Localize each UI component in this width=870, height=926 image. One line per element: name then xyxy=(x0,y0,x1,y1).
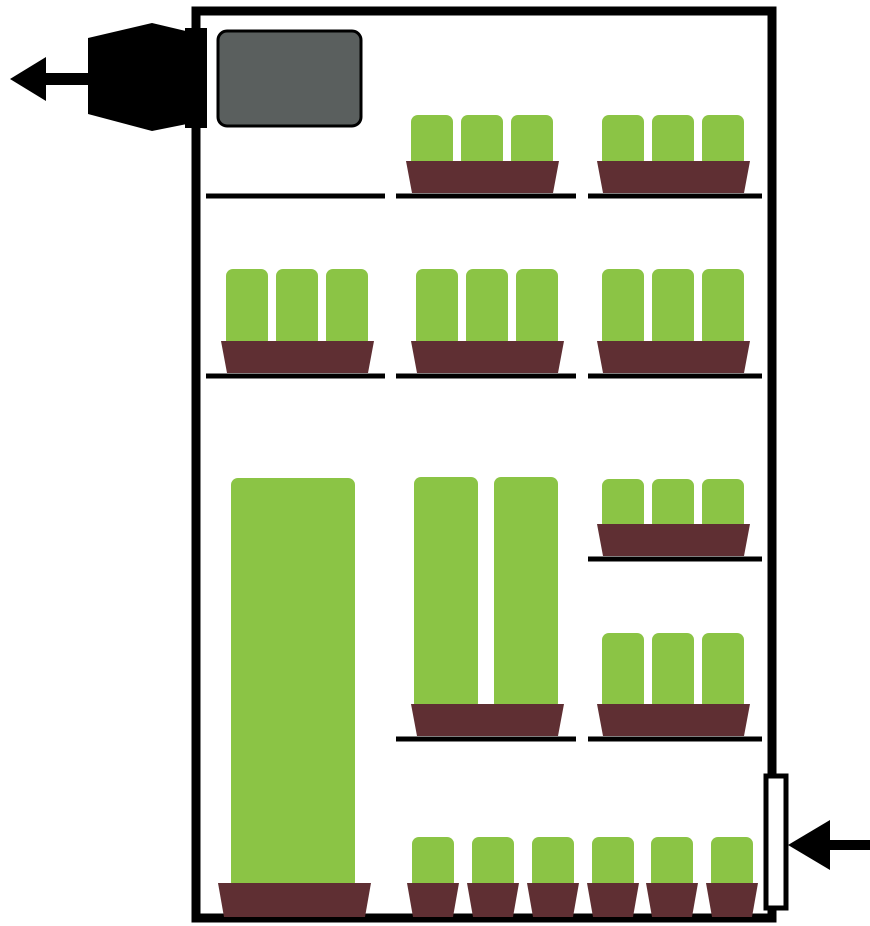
tray xyxy=(597,341,750,373)
plant xyxy=(702,633,744,710)
plant xyxy=(472,837,514,889)
plant xyxy=(466,269,508,347)
plant xyxy=(511,115,553,167)
plant xyxy=(412,837,454,889)
plant xyxy=(326,269,368,347)
plant xyxy=(652,115,694,167)
plant xyxy=(602,479,644,530)
plant xyxy=(602,115,644,167)
plant xyxy=(711,837,753,889)
plant xyxy=(652,633,694,710)
tray xyxy=(411,341,564,373)
plant xyxy=(702,115,744,167)
tray xyxy=(221,341,374,373)
tray xyxy=(597,161,750,193)
plant xyxy=(494,477,558,710)
plant xyxy=(411,115,453,167)
plant xyxy=(414,477,478,710)
shelves xyxy=(206,193,762,742)
tray xyxy=(411,704,564,736)
plant xyxy=(416,269,458,347)
plant xyxy=(602,269,644,347)
tray xyxy=(646,883,698,917)
intake-vent-icon xyxy=(763,773,789,911)
inline-fan-icon xyxy=(88,23,207,131)
plant xyxy=(702,479,744,530)
plant xyxy=(461,115,503,167)
plant xyxy=(276,269,318,347)
tray xyxy=(527,883,579,917)
tray xyxy=(406,161,559,193)
plant xyxy=(516,269,558,347)
plant xyxy=(226,269,268,347)
carbon-filter-box xyxy=(216,29,363,128)
plant xyxy=(602,633,644,710)
intake-arrow-icon xyxy=(788,820,870,870)
plant xyxy=(702,269,744,347)
plants xyxy=(218,115,758,917)
plant xyxy=(652,479,694,530)
plant xyxy=(651,837,693,889)
plant xyxy=(231,478,355,889)
plant xyxy=(592,837,634,889)
tray xyxy=(467,883,519,917)
plant xyxy=(652,269,694,347)
tray xyxy=(597,704,750,736)
tray xyxy=(218,883,371,917)
exhaust-arrow-icon xyxy=(10,57,102,101)
tent-frame xyxy=(191,6,777,923)
tray xyxy=(407,883,459,917)
tray xyxy=(587,883,639,917)
tray xyxy=(597,524,750,556)
tray xyxy=(706,883,758,917)
plant xyxy=(532,837,574,889)
